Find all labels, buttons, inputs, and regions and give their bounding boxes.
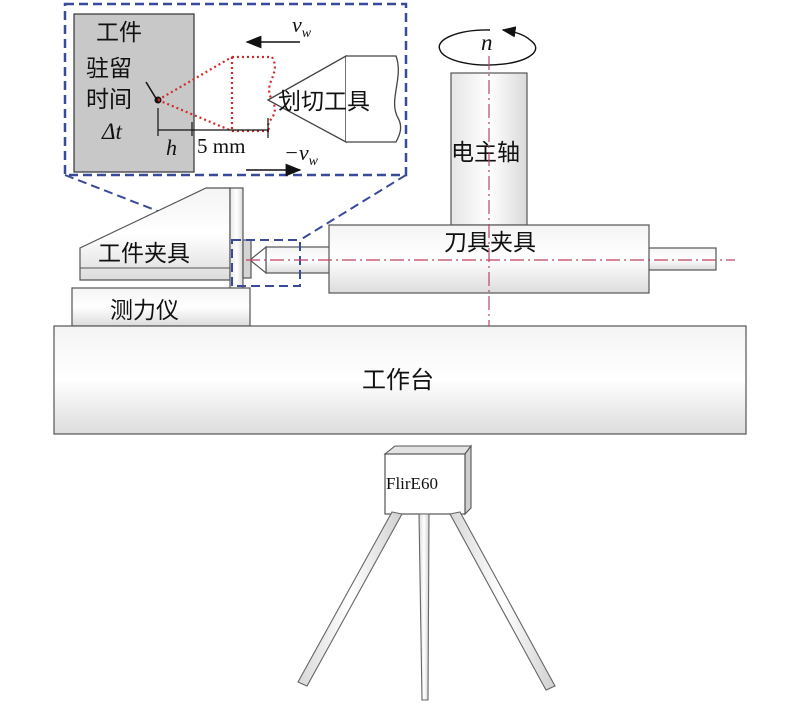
label-delta-t: Δt [101,119,122,144]
label-n: n [481,30,493,55]
thermal-camera: FlirE60 [383,444,473,516]
inset-connector-right [299,174,407,241]
label-time: 时间 [86,87,132,113]
rotation-indicator: n [438,26,537,66]
label-spindle: 电主轴 [451,140,520,166]
label-workpiece-fixture: 工件夹具 [98,241,190,267]
worktable [53,325,747,435]
zoom-region-marker [231,239,301,287]
dwell-pointer-line [145,81,158,101]
label-distance: 5 mm [197,134,245,158]
label-tool-holder: 刀具夹具 [444,230,536,256]
tripod-leg-left [297,511,403,687]
inset-workpiece [73,13,195,173]
label-h: h [166,135,177,160]
tripod [297,511,556,701]
label-v: vw [292,12,312,41]
label-dynamometer: 测力仪 [110,298,179,324]
scribing-tool [266,54,402,144]
inset-border [63,2,408,177]
tripod-leg-center [418,513,430,701]
label-dwell: 驻留 [86,56,132,82]
label-scribing-tool: 划切工具 [278,89,370,115]
workpiece-fixture [79,187,252,299]
label-workpiece: 工件 [96,20,142,46]
tool-shaft-right [647,247,717,271]
tripod-leg-right [449,511,556,691]
label-worktable: 工作台 [362,366,434,394]
tool-path-dotted [157,55,276,133]
dynamometer [71,287,251,327]
label-camera: FlirE60 [386,474,438,493]
inset-connector-left [64,174,233,241]
inset-zoom-view: 工件 驻留 时间 Δt 划切工具 h 5 mm [63,2,408,241]
workpiece-sample [242,239,252,279]
label-neg-v: −vw [284,140,319,169]
